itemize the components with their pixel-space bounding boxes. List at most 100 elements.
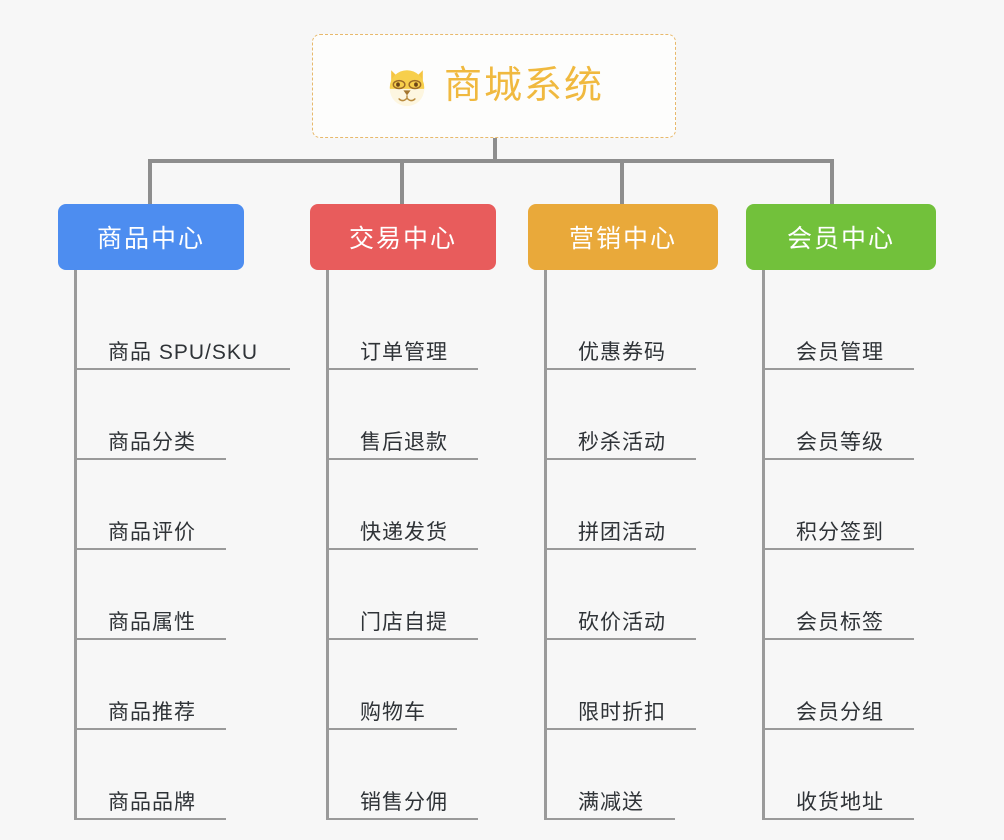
list-item[interactable]: 快递发货	[326, 460, 530, 550]
connector-drop-1	[148, 159, 152, 204]
list-item[interactable]: 订单管理	[326, 280, 530, 370]
list-item[interactable]: 商品推荐	[74, 640, 278, 730]
list-item-label: 快递发货	[360, 520, 448, 544]
leaf-underline	[326, 458, 478, 460]
leaf-underline	[544, 818, 675, 820]
connector-drop-3	[620, 159, 624, 204]
list-item[interactable]: 售后退款	[326, 370, 530, 460]
list-item[interactable]: 会员标签	[762, 550, 966, 640]
branch-items-2: 订单管理 售后退款 快递发货 门店自提 购物车 销售分佣	[326, 270, 530, 820]
list-item[interactable]: 拼团活动	[544, 460, 748, 550]
list-item[interactable]: 门店自提	[326, 550, 530, 640]
list-item[interactable]: 商品属性	[74, 550, 278, 640]
list-item-label: 订单管理	[360, 340, 448, 364]
branch-header-4[interactable]: 会员中心	[746, 204, 936, 270]
root-label: 商城系统	[443, 65, 604, 107]
branch-header-4-label: 会员中心	[786, 225, 895, 253]
branch-header-3-label: 营销中心	[568, 225, 677, 253]
branch-header-1-label: 商品中心	[96, 225, 205, 253]
connector-horizontal-bus	[148, 159, 834, 163]
leaf-underline	[326, 728, 457, 730]
list-item[interactable]: 商品 SPU/SKU	[74, 280, 290, 370]
list-item[interactable]: 满减送	[544, 730, 748, 820]
list-item-label: 会员标签	[796, 610, 884, 634]
leaf-underline	[74, 638, 226, 640]
leaf-underline	[74, 548, 226, 550]
list-item-label: 商品 SPU/SKU	[108, 340, 259, 364]
list-item[interactable]: 商品分类	[74, 370, 278, 460]
list-item[interactable]: 收货地址	[762, 730, 966, 820]
leaf-underline	[762, 458, 914, 460]
leaf-underline	[326, 638, 478, 640]
leaf-underline	[544, 548, 696, 550]
branch-spine-2	[326, 270, 329, 820]
branch-column-4: 会员中心 会员管理 会员等级 积分签到 会员标签 会员分组	[746, 204, 966, 820]
branch-column-2: 交易中心 订单管理 售后退款 快递发货 门店自提 购物车	[310, 204, 530, 820]
leaf-underline	[544, 638, 696, 640]
leaf-underline	[762, 638, 914, 640]
root-node[interactable]: 商城系统	[312, 34, 676, 138]
list-item-label: 收货地址	[796, 790, 884, 814]
connector-drop-4	[830, 159, 834, 204]
branch-spine-4	[762, 270, 765, 820]
list-item-label: 售后退款	[360, 430, 448, 454]
leaf-underline	[544, 728, 696, 730]
list-item[interactable]: 会员管理	[762, 280, 966, 370]
list-item-label: 砍价活动	[578, 610, 666, 634]
list-item-label: 商品属性	[108, 610, 196, 634]
list-item[interactable]: 购物车	[326, 640, 530, 730]
list-item[interactable]: 积分签到	[762, 460, 966, 550]
leaf-underline	[74, 818, 226, 820]
connector-root-stem	[493, 138, 497, 162]
list-item-label: 门店自提	[360, 610, 448, 634]
list-item[interactable]: 秒杀活动	[544, 370, 748, 460]
list-item[interactable]: 销售分佣	[326, 730, 530, 820]
shiba-dog-face-icon	[389, 70, 425, 107]
leaf-underline	[326, 818, 478, 820]
list-item-label: 会员等级	[796, 430, 884, 454]
branch-items-3: 优惠券码 秒杀活动 拼团活动 砍价活动 限时折扣 满减送	[544, 270, 748, 820]
list-item[interactable]: 优惠券码	[544, 280, 748, 370]
leaf-underline	[762, 818, 914, 820]
leaf-underline	[762, 728, 914, 730]
list-item[interactable]: 商品评价	[74, 460, 278, 550]
branch-column-1: 商品中心 商品 SPU/SKU 商品分类 商品评价 商品属性 商品推荐	[58, 204, 290, 820]
list-item-label: 满减送	[578, 790, 644, 814]
leaf-underline	[326, 548, 478, 550]
list-item-label: 会员管理	[796, 340, 884, 364]
branch-header-2-label: 交易中心	[348, 225, 457, 253]
leaf-underline	[74, 368, 290, 370]
branch-items-4: 会员管理 会员等级 积分签到 会员标签 会员分组 收货地址	[762, 270, 966, 820]
leaf-underline	[544, 368, 696, 370]
leaf-underline	[74, 728, 226, 730]
list-item[interactable]: 砍价活动	[544, 550, 748, 640]
list-item-label: 商品评价	[108, 520, 196, 544]
list-item[interactable]: 会员分组	[762, 640, 966, 730]
leaf-underline	[762, 548, 914, 550]
list-item-label: 商品推荐	[108, 700, 196, 724]
branch-header-2[interactable]: 交易中心	[310, 204, 496, 270]
list-item-label: 限时折扣	[578, 700, 666, 724]
list-item-label: 秒杀活动	[578, 430, 666, 454]
branch-header-1[interactable]: 商品中心	[58, 204, 244, 270]
list-item-label: 商品品牌	[108, 790, 196, 814]
connector-drop-2	[400, 159, 404, 204]
list-item-label: 拼团活动	[578, 520, 666, 544]
list-item[interactable]: 限时折扣	[544, 640, 748, 730]
list-item-label: 商品分类	[108, 430, 196, 454]
list-item[interactable]: 商品品牌	[74, 730, 278, 820]
leaf-underline	[326, 368, 478, 370]
list-item-label: 会员分组	[796, 700, 884, 724]
leaf-underline	[544, 458, 696, 460]
leaf-underline	[74, 458, 226, 460]
leaf-underline	[762, 368, 914, 370]
branch-spine-1	[74, 270, 77, 820]
list-item-label: 销售分佣	[360, 790, 448, 814]
branch-header-3[interactable]: 营销中心	[528, 204, 718, 270]
branch-column-3: 营销中心 优惠券码 秒杀活动 拼团活动 砍价活动 限时折扣	[528, 204, 748, 820]
list-item-label: 购物车	[360, 700, 426, 724]
list-item[interactable]: 会员等级	[762, 370, 966, 460]
list-item-label: 积分签到	[796, 520, 884, 544]
branch-spine-3	[544, 270, 547, 820]
